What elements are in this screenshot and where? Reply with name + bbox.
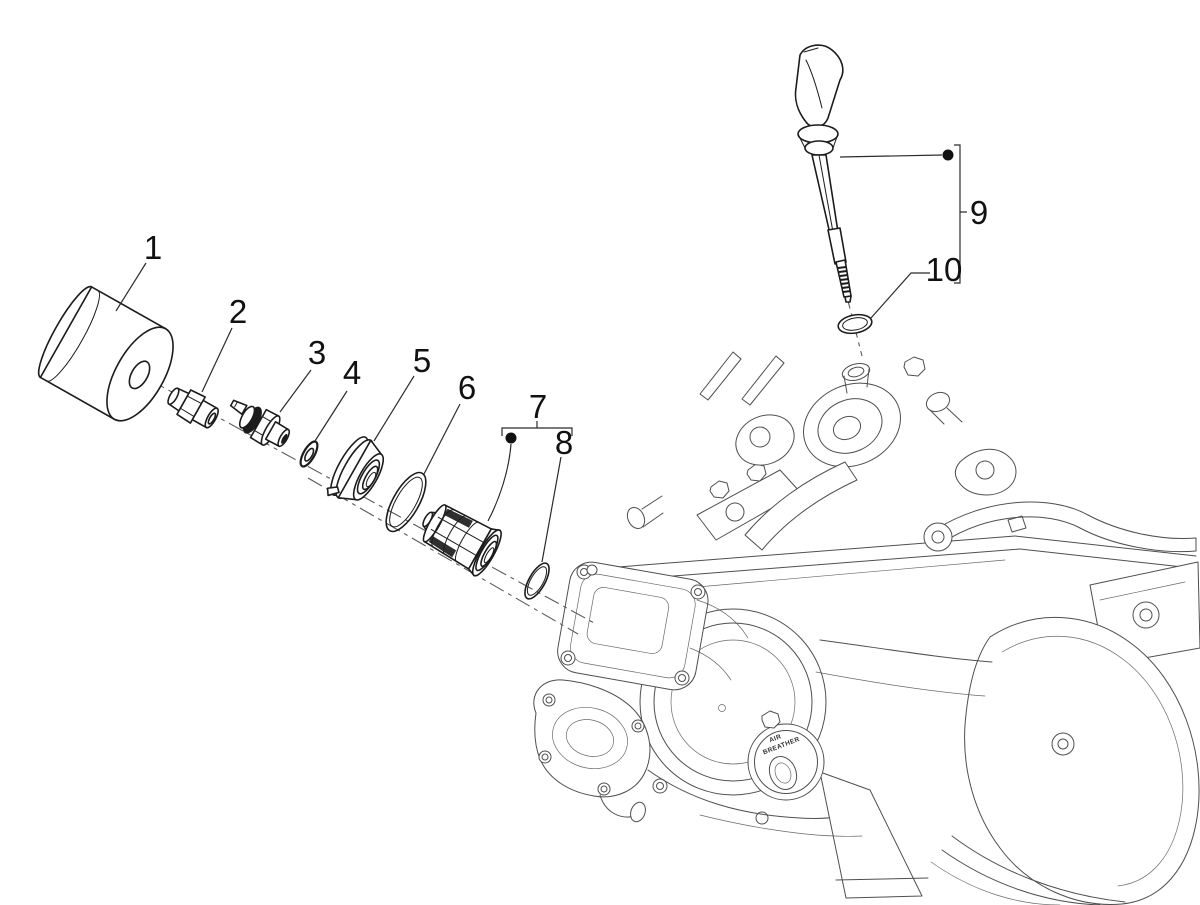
intake-hose (744, 461, 858, 551)
throttle-body (735, 356, 963, 551)
head-bracket (626, 463, 801, 541)
cvt-cover (930, 616, 1200, 905)
callout-1: 1 (115, 229, 162, 312)
callout-7-label: 7 (529, 388, 547, 425)
water-pump-cover (533, 679, 651, 823)
callout-9-dot (942, 149, 954, 161)
part-oil-pressure-switch (229, 399, 291, 448)
callout-5-label: 5 (413, 342, 431, 379)
dipstick-port (841, 362, 871, 394)
callout-8-label: 8 (555, 424, 573, 461)
part-small-o-ring (524, 562, 550, 600)
part-dipstick-o-ring (837, 313, 873, 335)
callout-10: 10 (870, 251, 963, 319)
callout-3: 3 (279, 334, 326, 413)
part-union-fitting (167, 387, 219, 429)
main-axis-line (149, 379, 597, 625)
engine-badge-line1: AIR (768, 733, 782, 744)
callout-7: 7 (487, 388, 573, 522)
engine-assembly: AIR BREATHER (533, 351, 1200, 905)
callouts: 1 2 3 4 5 6 7 8 (115, 144, 988, 563)
callout-3-label: 3 (308, 334, 326, 371)
part-oil-strainer (422, 504, 502, 577)
callout-6-label: 6 (458, 369, 476, 406)
callout-2: 2 (201, 293, 247, 393)
callout-8: 8 (541, 424, 573, 563)
callout-9-bracket (954, 144, 967, 284)
callout-1-label: 1 (144, 229, 162, 266)
callout-9-label: 9 (970, 194, 988, 231)
part-oil-filter (37, 285, 174, 422)
callout-2-label: 2 (229, 293, 247, 330)
callout-10-label: 10 (926, 251, 963, 288)
mounting-studs (699, 351, 785, 406)
lower-crankcase (647, 769, 929, 899)
breather-cover: AIR BREATHER (747, 710, 825, 801)
callout-9: 9 (839, 144, 988, 284)
callout-7-bracket (501, 421, 573, 436)
dipstick-graduations (837, 266, 851, 293)
valve-cover (557, 561, 749, 691)
callout-7-dot (505, 432, 517, 444)
callout-4-label: 4 (343, 354, 361, 391)
part-sealing-washer (299, 440, 319, 468)
part-cover-flange (326, 436, 385, 501)
callout-4: 4 (314, 354, 361, 442)
callout-5: 5 (373, 342, 431, 442)
callout-6: 6 (423, 369, 476, 475)
part-oil-dipstick (794, 44, 852, 303)
secondary-axis-line (307, 477, 579, 635)
breather-bolt (761, 710, 781, 729)
part-large-o-ring (385, 471, 427, 533)
